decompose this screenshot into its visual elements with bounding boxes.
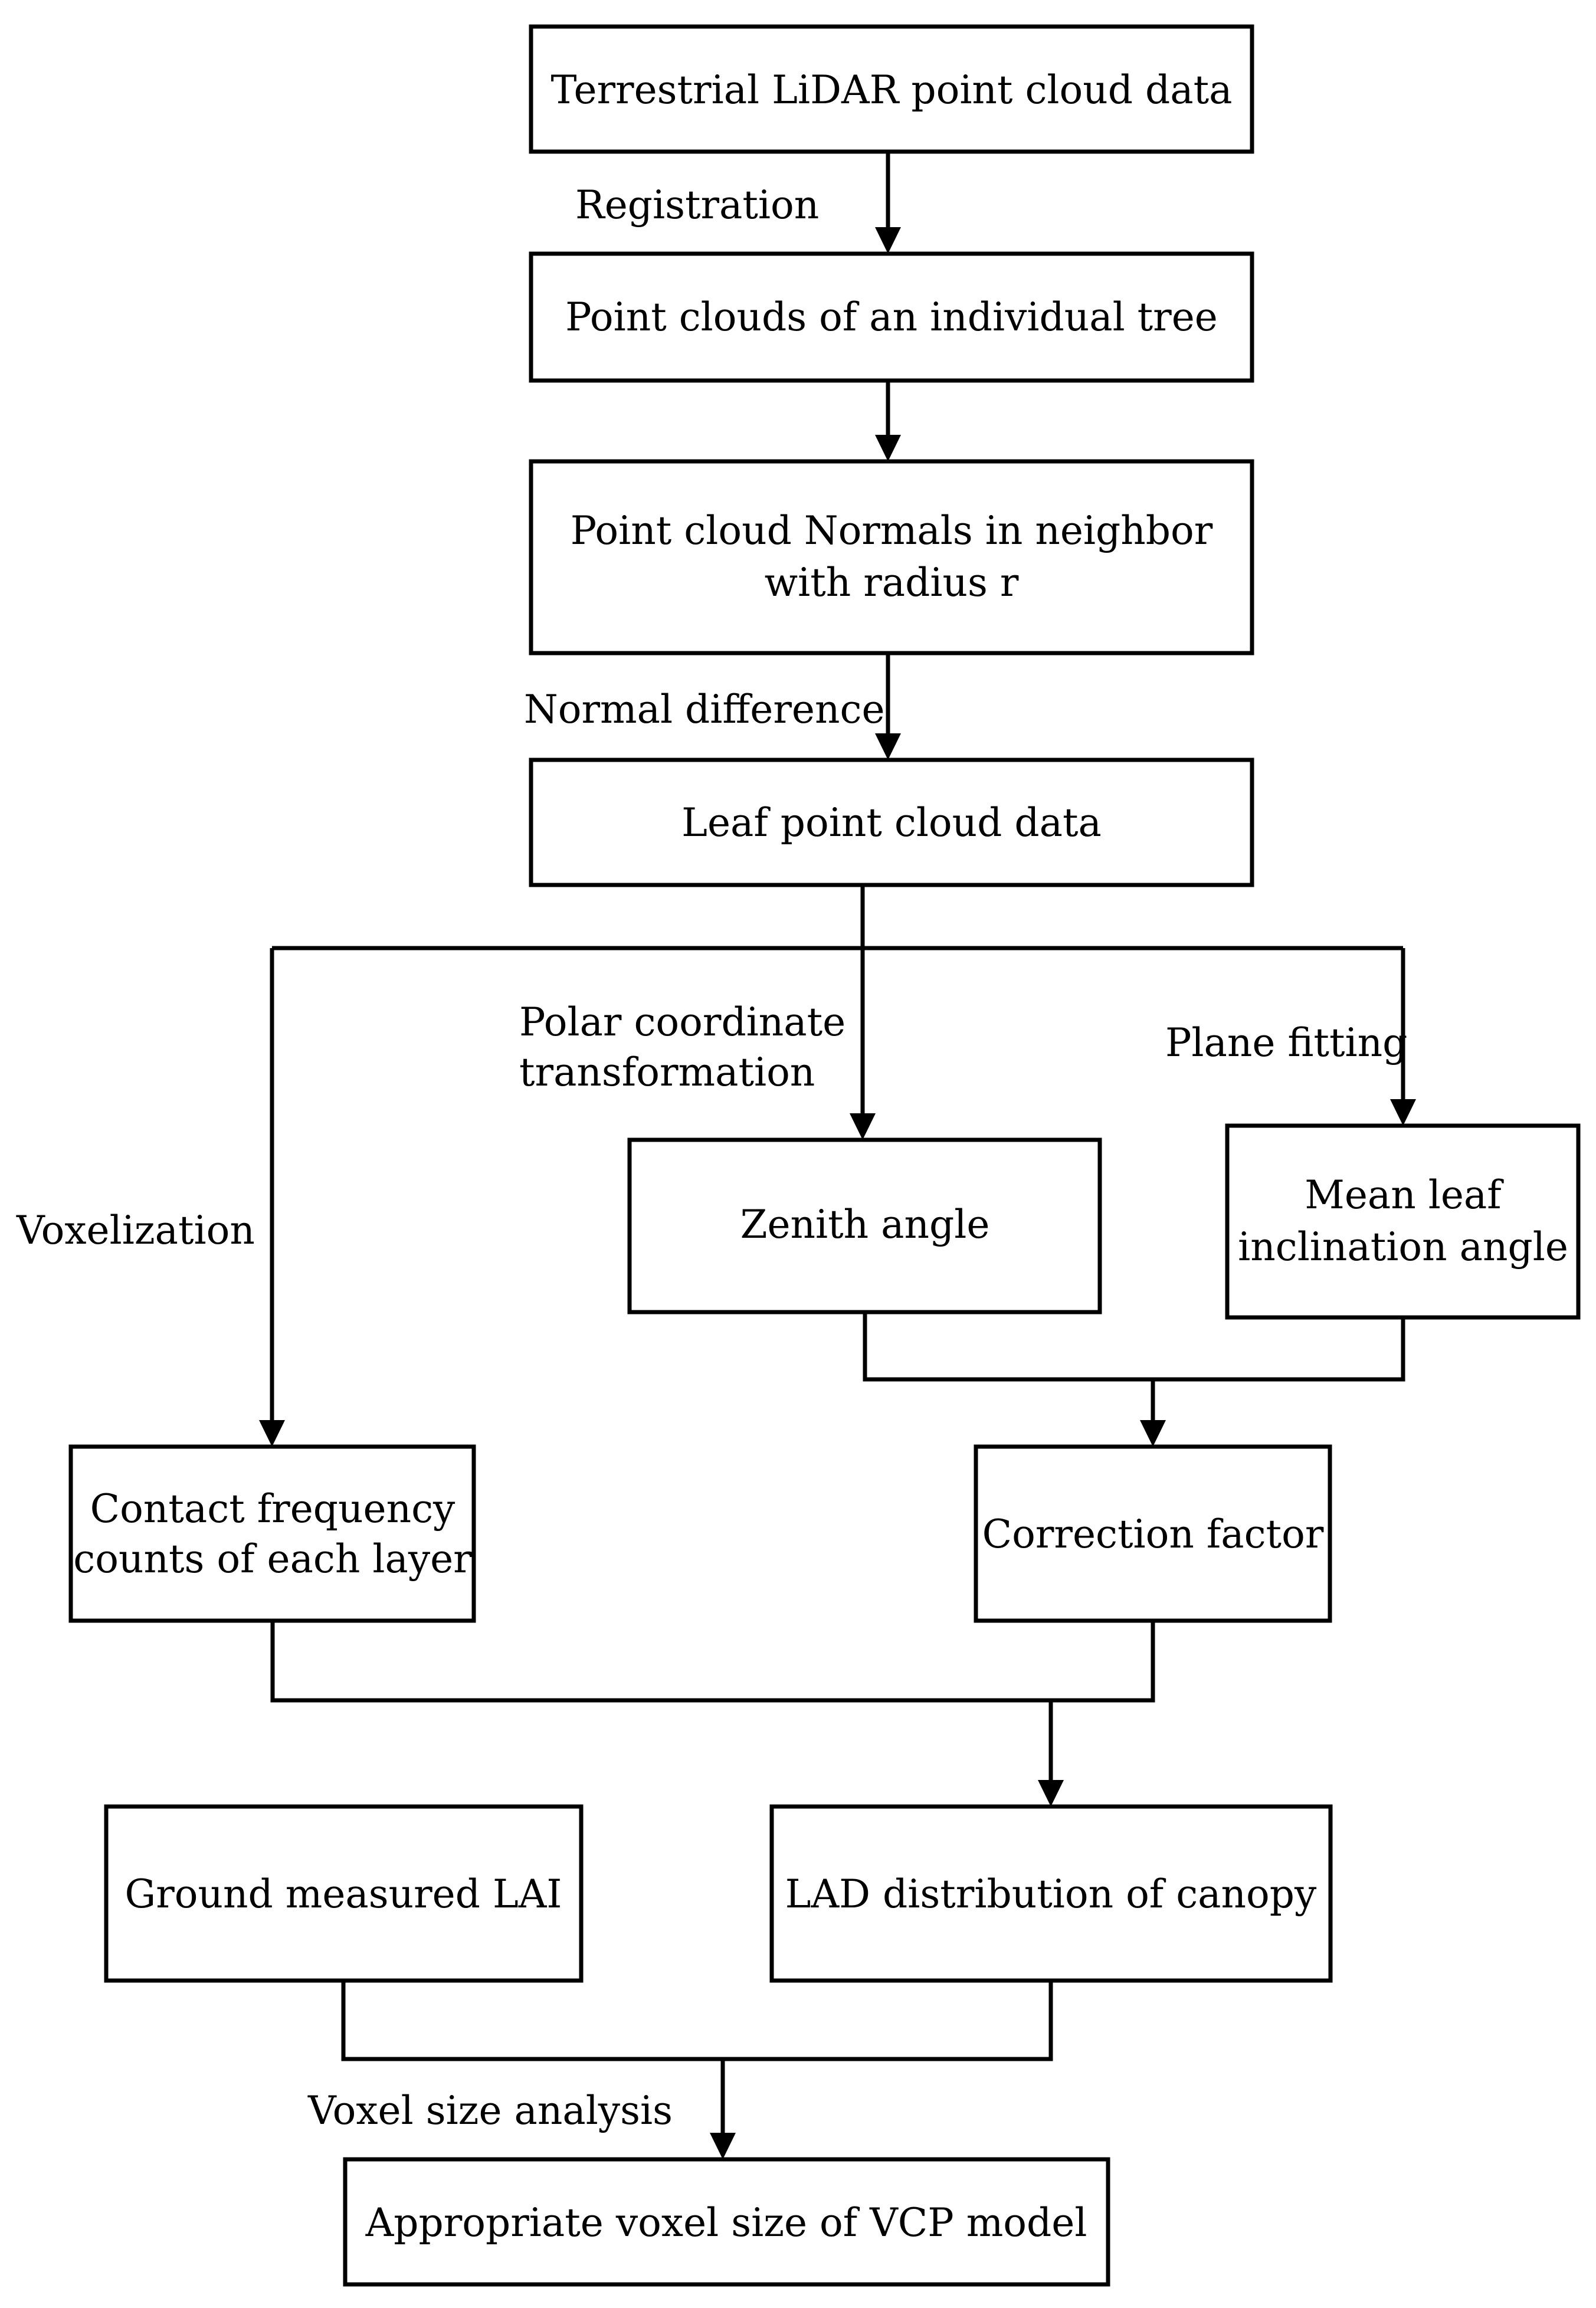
mean-leaf-label-line1: Mean leaf — [1305, 1172, 1504, 1218]
normals-label-line1: Point cloud Normals in neighbor — [571, 508, 1213, 553]
arrowhead-normal-difference — [875, 733, 901, 760]
lidar-data-box: Terrestrial LiDAR point cloud data — [529, 24, 1254, 154]
voxel-size-analysis-label: Voxel size analysis — [307, 2088, 673, 2133]
lad-distribution-label: LAD distribution of canopy — [785, 1871, 1317, 1917]
individual-tree-label: Point clouds of an individual tree — [565, 294, 1218, 340]
voxel-size-label: Appropriate voxel size of VCP model — [365, 2200, 1087, 2245]
arrowhead-polar-transformation — [850, 1113, 876, 1140]
leaf-data-box: Leaf point cloud data — [529, 758, 1254, 887]
ground-lai-box: Ground measured LAI — [104, 1804, 584, 1983]
arrowhead-registration — [875, 227, 901, 254]
voxelization-label: Voxelization — [16, 1208, 255, 1253]
arrowhead-to-correction — [1140, 1420, 1166, 1447]
arrowhead-plane-fitting — [1390, 1099, 1416, 1126]
normals-box: Point cloud Normals in neighbor with rad… — [529, 459, 1254, 655]
contact-frequency-label-line2: counts of each layer — [73, 1536, 472, 1582]
arrowhead-tree-to-normals — [875, 435, 901, 461]
polar-label-line2: transformation — [519, 1050, 815, 1095]
normals-label-line2: with radius r — [765, 560, 1019, 605]
lad-distribution-box: LAD distribution of canopy — [769, 1804, 1333, 1983]
plane-fitting-label: Plane fitting — [1165, 1020, 1407, 1066]
correction-factor-box: Correction factor — [974, 1444, 1332, 1623]
correction-factor-label: Correction factor — [982, 1512, 1324, 1557]
zenith-angle-label: Zenith angle — [740, 1202, 990, 1247]
merge-lai-lad — [341, 1981, 1053, 2061]
contact-frequency-label-line1: Contact frequency — [90, 1486, 455, 1532]
arrowhead-to-lad — [1038, 1780, 1064, 1807]
individual-tree-box: Point clouds of an individual tree — [529, 251, 1254, 383]
mean-leaf-angle-box: Mean leaf inclination angle — [1225, 1123, 1581, 1320]
mean-leaf-label-line2: inclination angle — [1238, 1224, 1568, 1270]
polar-label-line1: Polar coordinate — [519, 999, 845, 1045]
arrowhead-voxel-size-analysis — [710, 2133, 736, 2159]
zenith-angle-box: Zenith angle — [627, 1137, 1102, 1314]
registration-label: Registration — [575, 182, 819, 228]
merge-contact-correction — [270, 1621, 1155, 1703]
lidar-data-label: Terrestrial LiDAR point cloud data — [551, 67, 1233, 113]
ground-lai-label: Ground measured LAI — [124, 1871, 562, 1917]
voxel-size-box: Appropriate voxel size of VCP model — [343, 2157, 1110, 2287]
merge-angles — [863, 1312, 1405, 1382]
leaf-data-label: Leaf point cloud data — [681, 800, 1102, 845]
contact-frequency-box: Contact frequency counts of each layer — [68, 1444, 476, 1623]
arrowhead-voxelization — [259, 1420, 285, 1447]
normal-difference-label: Normal difference — [524, 687, 885, 732]
